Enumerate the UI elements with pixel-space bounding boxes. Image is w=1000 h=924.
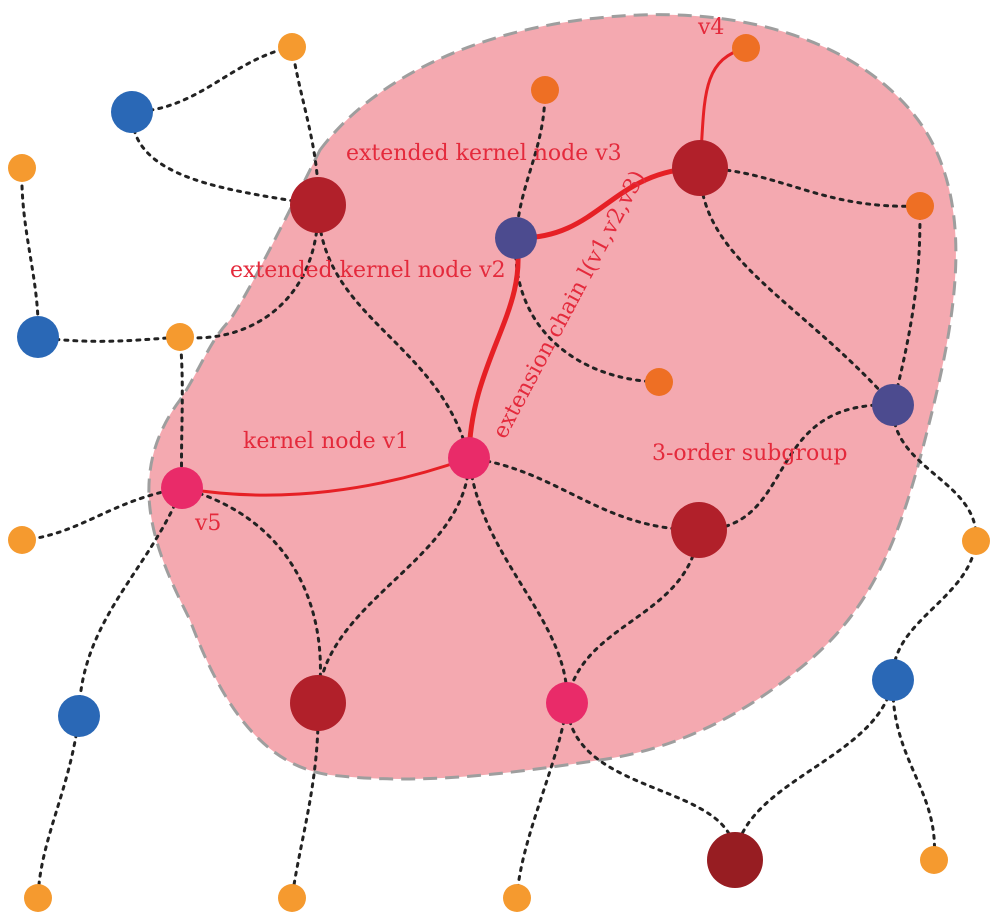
node-v2: [495, 217, 537, 259]
edge: [891, 204, 922, 407]
chain-edge-v2-v3: [513, 165, 703, 241]
chain-edge-v1-v5: [180, 456, 471, 497]
node-orange: [8, 154, 36, 182]
node-red: [290, 675, 346, 731]
edge: [316, 203, 471, 460]
edge: [290, 45, 320, 207]
edge: [515, 701, 569, 900]
node-orange: [962, 527, 990, 555]
edge: [514, 88, 547, 240]
label-v4: v4: [697, 15, 724, 40]
edge: [130, 110, 320, 207]
node-red: [671, 502, 727, 558]
node-v5: [161, 467, 203, 509]
edge: [697, 403, 895, 532]
node-red-dark: [707, 832, 763, 888]
label-v2: extended kernel node v2: [230, 258, 506, 283]
node-orange: [8, 526, 36, 554]
edge: [698, 166, 895, 407]
dotted-edges: [20, 45, 978, 900]
edge: [698, 166, 922, 208]
edge: [891, 539, 978, 682]
edge: [180, 486, 322, 705]
node-orange: [531, 76, 559, 104]
node-orange: [645, 368, 673, 396]
edge: [20, 166, 40, 339]
node-blue: [58, 695, 100, 737]
edge: [891, 403, 978, 543]
label-v3: extended kernel node v3: [346, 141, 622, 166]
chain-edge-v1-v2: [466, 235, 521, 461]
node-blue: [17, 316, 59, 358]
edge: [77, 486, 184, 718]
node-v1: [448, 437, 490, 479]
label-v5: v5: [194, 511, 221, 536]
edge: [733, 678, 895, 862]
edge: [316, 456, 471, 705]
node-orange: [278, 884, 306, 912]
edge: [514, 236, 661, 384]
nodes: [8, 33, 990, 912]
node-blue: [872, 659, 914, 701]
node-v4: [732, 34, 760, 62]
label-subgroup: 3-order subgroup: [652, 441, 847, 466]
node-red: [290, 177, 346, 233]
node-orange: [278, 33, 306, 61]
node-purple: [872, 384, 914, 426]
node-orange: [906, 192, 934, 220]
edge: [36, 335, 182, 343]
edge: [178, 203, 320, 340]
edge: [467, 456, 701, 532]
edge: [36, 714, 81, 900]
edge: [130, 45, 294, 114]
node-orange: [166, 323, 194, 351]
label-v1: kernel node v1: [243, 429, 409, 454]
edge: [20, 486, 184, 542]
node-blue: [111, 91, 153, 133]
subgroup-region: [147, 13, 958, 781]
edge: [891, 678, 936, 862]
edge: [565, 528, 701, 705]
node-pink: [546, 682, 588, 724]
node-orange: [24, 884, 52, 912]
node-orange: [503, 884, 531, 912]
node-v3: [672, 140, 728, 196]
node-orange: [920, 846, 948, 874]
edge: [467, 456, 569, 705]
